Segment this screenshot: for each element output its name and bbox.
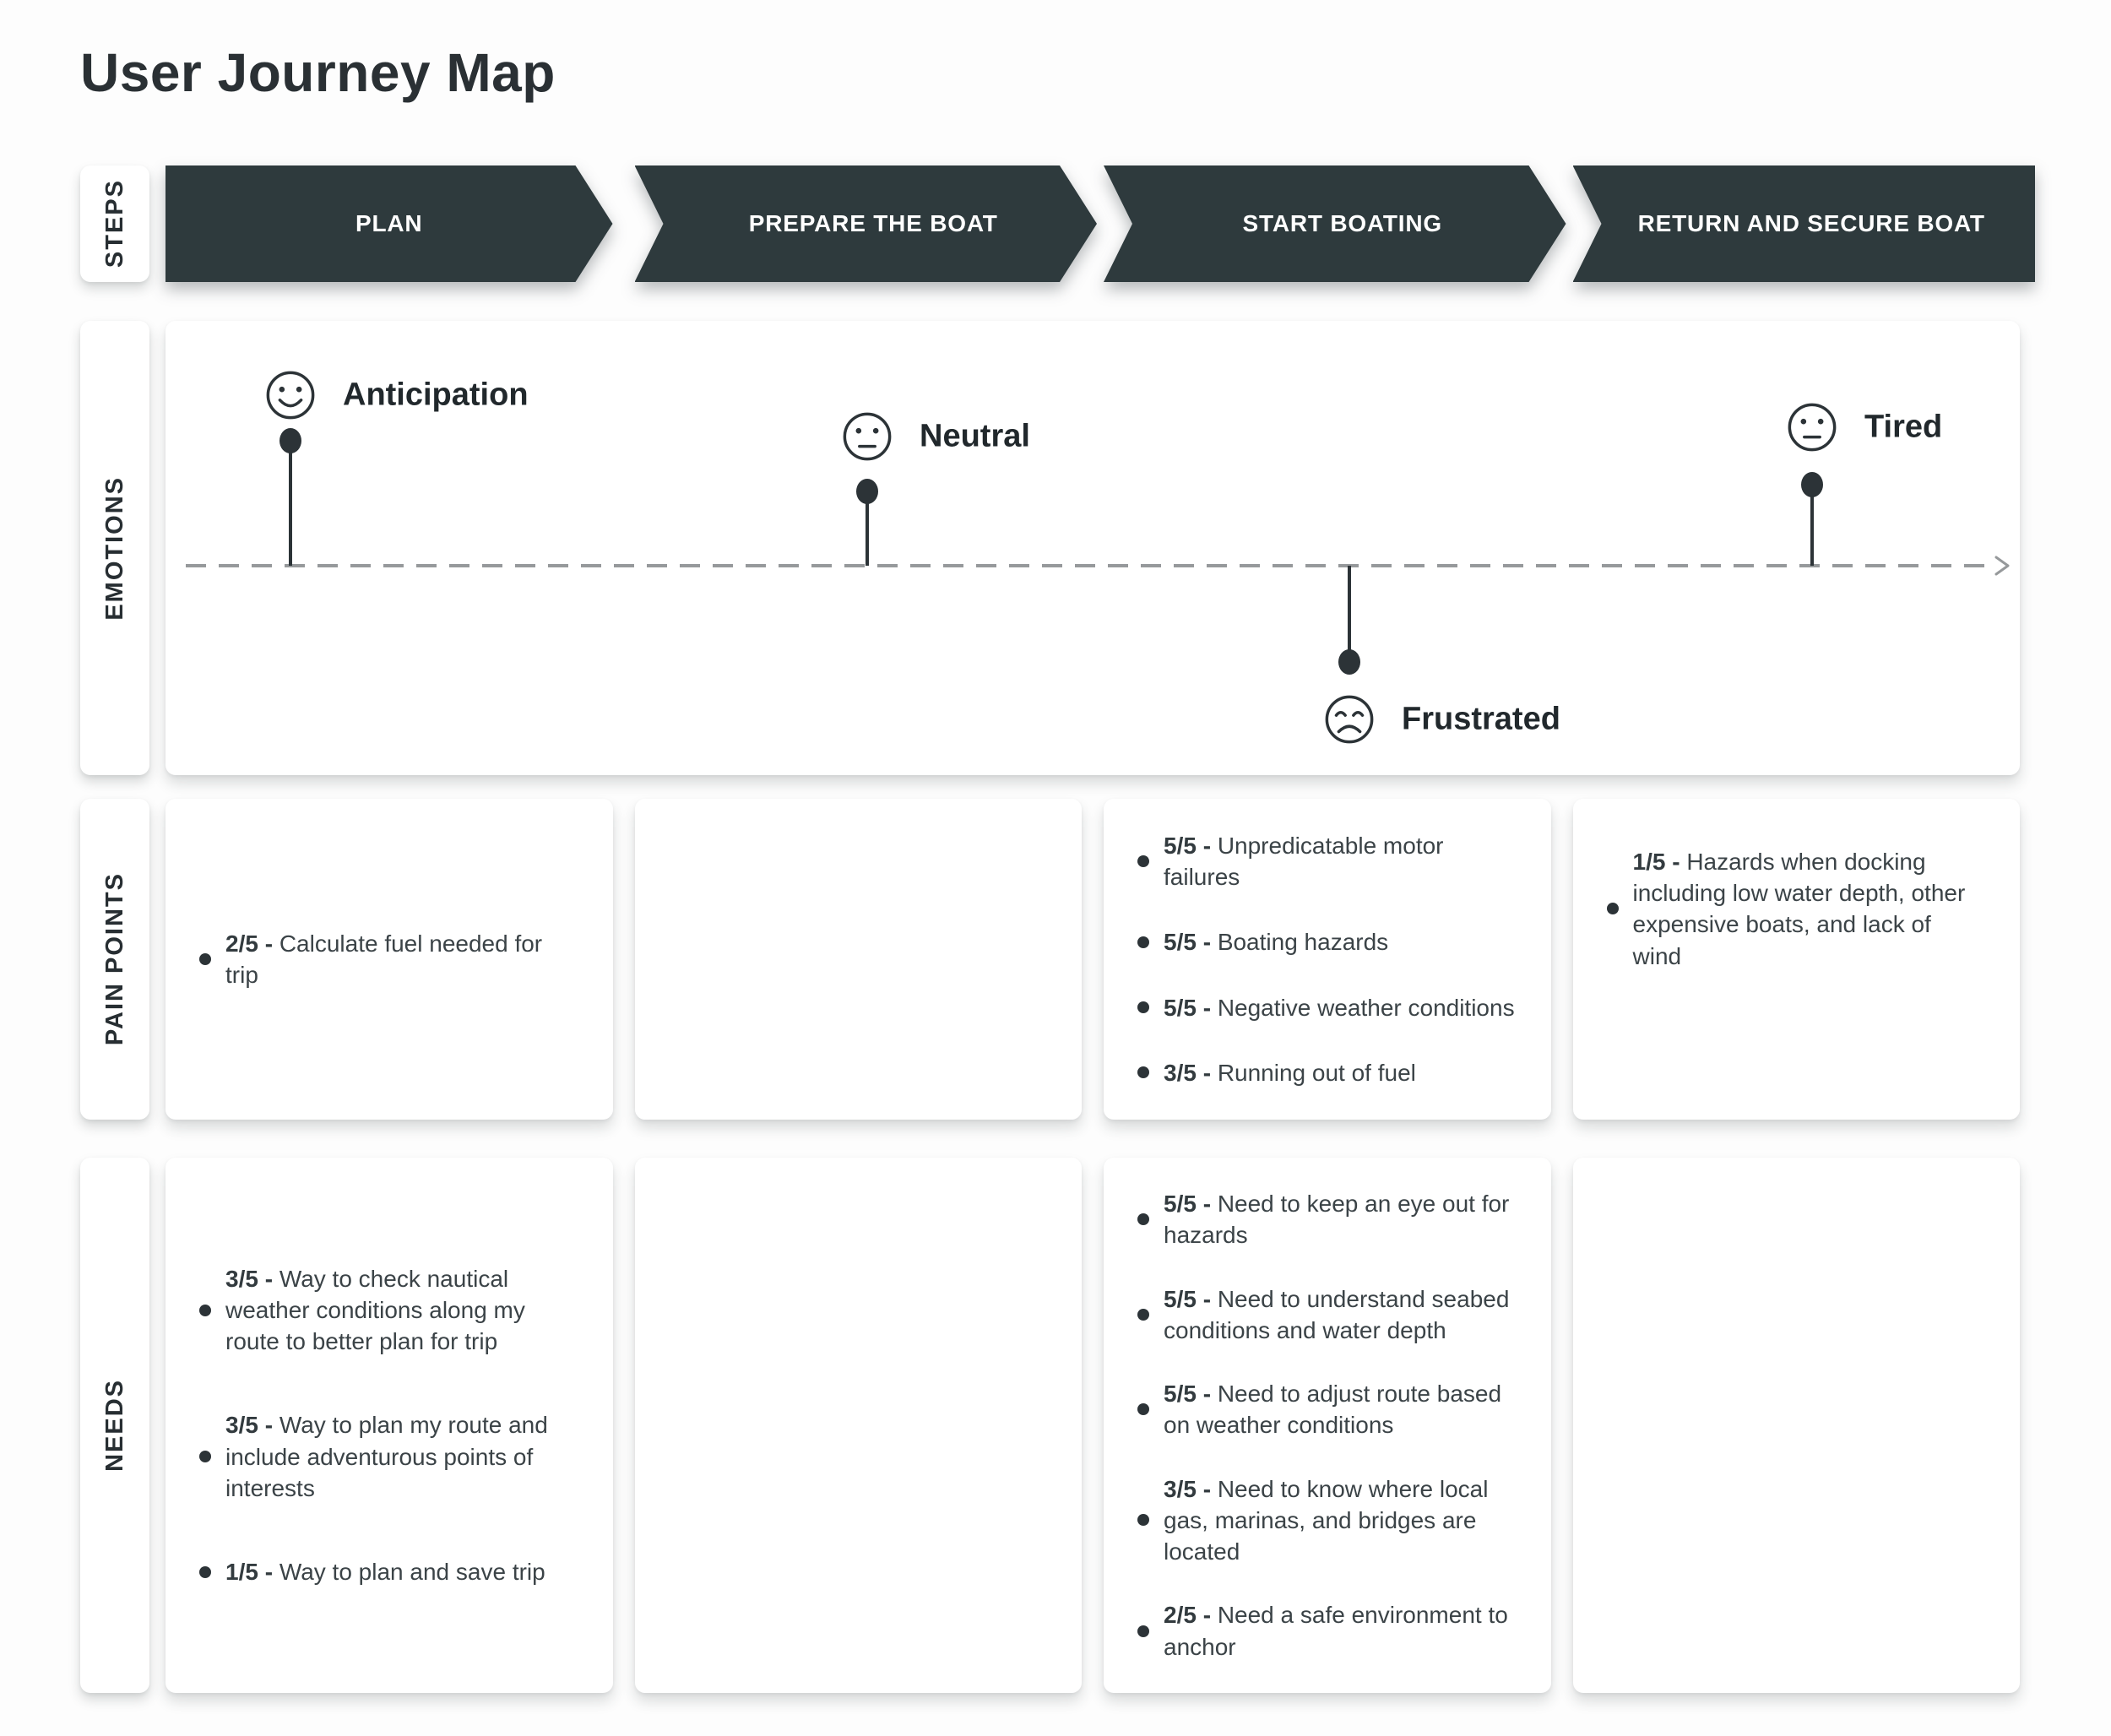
step-arrow-plan: PLAN: [166, 165, 613, 282]
happy-face-icon: [266, 371, 315, 420]
step-arrow-start-boating: START BOATING: [1104, 165, 1551, 282]
pain-point-item: 5/5 - Negative weather conditions: [1137, 992, 1517, 1023]
needs-row: 3/5 - Way to check nautical weather cond…: [166, 1158, 2020, 1693]
pain-points-card-plan: 2/5 - Calculate fuel needed for trip: [166, 799, 613, 1120]
pain-points-card-start-boating: 5/5 - Unpredicatable motor failures 5/5 …: [1104, 799, 1551, 1120]
step-label-return-and-secure-boat: RETURN AND SECURE BOAT: [1637, 210, 1985, 236]
emotion-dot: [1338, 649, 1360, 675]
bullet-icon: [1137, 1308, 1149, 1321]
needs-card-plan: 3/5 - Way to check nautical weather cond…: [166, 1158, 613, 1693]
bullet-icon: [1137, 1213, 1149, 1226]
step-label-plan: PLAN: [355, 210, 423, 236]
pain-point-item: 2/5 - Calculate fuel needed for trip: [199, 928, 579, 990]
step-label-start-boating: START BOATING: [1242, 210, 1442, 236]
pain-point-item: 1/5 - Hazards when docking including low…: [1606, 846, 1987, 972]
emotion-label: Frustrated: [1402, 701, 1560, 737]
need-item: 3/5 - Way to check nautical weather cond…: [199, 1263, 579, 1358]
emotion-baseline: [186, 564, 1988, 567]
pain-point-item: 5/5 - Boating hazards: [1137, 926, 1517, 958]
emotion-label: Tired: [1864, 409, 1943, 445]
pain-points-card-return-and-secure-boat: 1/5 - Hazards when docking including low…: [1572, 799, 2020, 1120]
emotions-card: Anticipation Neutral Frustrated: [166, 321, 2020, 775]
bullet-icon: [199, 953, 211, 965]
need-item: 3/5 - Way to plan my route and include a…: [199, 1409, 579, 1504]
sad-face-icon: [1325, 695, 1374, 744]
row-tab-needs: NEEDS: [80, 1158, 149, 1693]
pain-point-item: 3/5 - Running out of fuel: [1137, 1057, 1517, 1088]
bullet-icon: [1137, 1514, 1149, 1527]
need-item: 2/5 - Need a safe environment to anchor: [1137, 1599, 1517, 1662]
emotion-label: Anticipation: [343, 377, 529, 413]
emotion-stem: [866, 491, 869, 566]
neutral-face-icon: [1788, 403, 1837, 452]
emotion-stem: [289, 441, 292, 566]
need-item: 5/5 - Need to keep an eye out for hazard…: [1137, 1188, 1517, 1250]
step-arrow-return-and-secure-boat: RETURN AND SECURE BOAT: [1572, 165, 2035, 282]
row-tab-emotions: EMOTIONS: [80, 321, 149, 775]
needs-card-prepare-the-boat: [634, 1158, 1082, 1693]
bullet-icon: [1606, 903, 1619, 915]
pain-points-row: 2/5 - Calculate fuel needed for trip 5/5…: [166, 799, 2020, 1120]
page-title: User Journey Map: [80, 41, 556, 103]
bullet-icon: [1137, 1066, 1149, 1079]
row-tab-pain-points: PAIN POINTS: [80, 799, 149, 1120]
step-arrow-prepare-the-boat: PREPARE THE BOAT: [635, 165, 1083, 282]
row-tab-emotions-label: EMOTIONS: [100, 475, 128, 621]
bullet-icon: [1137, 1625, 1149, 1637]
steps-row: PLAN PREPARE THE BOAT START BOATING RETU…: [166, 165, 2035, 282]
bullet-icon: [1137, 1403, 1149, 1416]
baseline-arrow-icon: [1994, 556, 2010, 576]
needs-card-return-and-secure-boat: [1572, 1158, 2020, 1693]
bullet-icon: [199, 1304, 211, 1316]
neutral-face-icon: [843, 412, 892, 461]
pain-points-card-prepare-the-boat: [634, 799, 1082, 1120]
emotion-stem: [1348, 566, 1351, 662]
row-tab-steps-label: STEPS: [100, 179, 128, 269]
pain-point-item: 5/5 - Unpredicatable motor failures: [1137, 830, 1517, 892]
need-item: 5/5 - Need to understand seabed conditio…: [1137, 1283, 1517, 1346]
emotion-stem: [1810, 485, 1814, 566]
need-item: 5/5 - Need to adjust route based on weat…: [1137, 1378, 1517, 1440]
bullet-icon: [199, 1565, 211, 1578]
needs-card-start-boating: 5/5 - Need to keep an eye out for hazard…: [1104, 1158, 1551, 1693]
bullet-icon: [199, 1451, 211, 1463]
step-label-prepare-the-boat: PREPARE THE BOAT: [748, 210, 998, 236]
bullet-icon: [1137, 1001, 1149, 1014]
row-tab-steps: STEPS: [80, 165, 149, 282]
bullet-icon: [1137, 936, 1149, 948]
row-tab-needs-label: NEEDS: [100, 1379, 128, 1472]
need-item: 1/5 - Way to plan and save trip: [199, 1556, 579, 1587]
bullet-icon: [1137, 855, 1149, 868]
row-tab-pain-points-label: PAIN POINTS: [100, 872, 128, 1046]
need-item: 3/5 - Need to know where local gas, mari…: [1137, 1473, 1517, 1568]
emotion-label: Neutral: [920, 418, 1030, 454]
